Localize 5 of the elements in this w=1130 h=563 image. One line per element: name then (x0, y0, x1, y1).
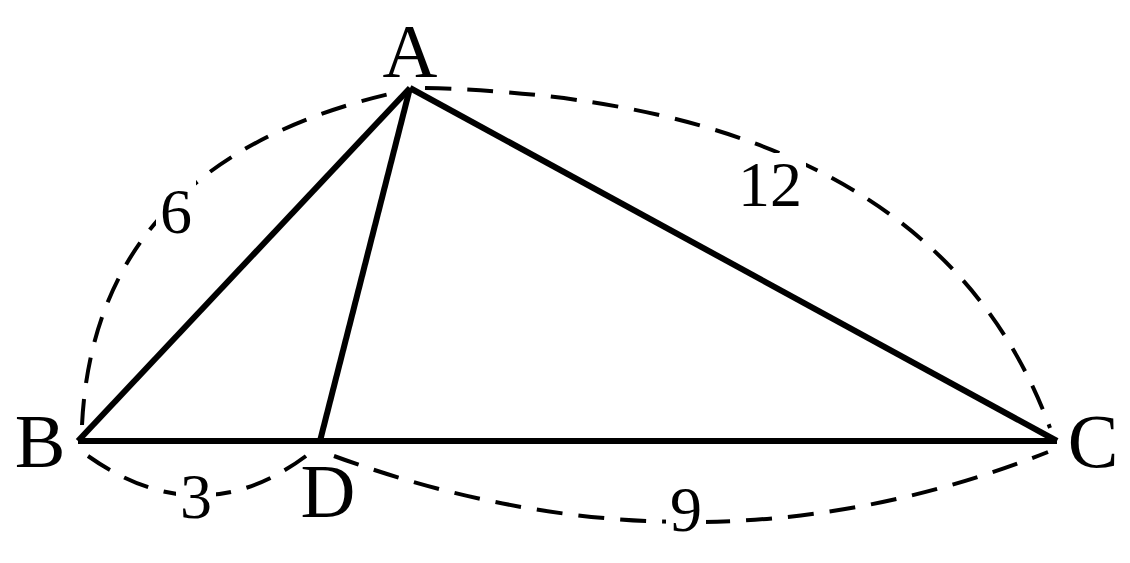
vertex-label: A (372, 14, 448, 88)
vertex-label: B (2, 404, 78, 478)
vertex-label: C (1057, 404, 1129, 478)
line-segment (78, 438, 1057, 444)
vertex-label: D (290, 441, 366, 541)
